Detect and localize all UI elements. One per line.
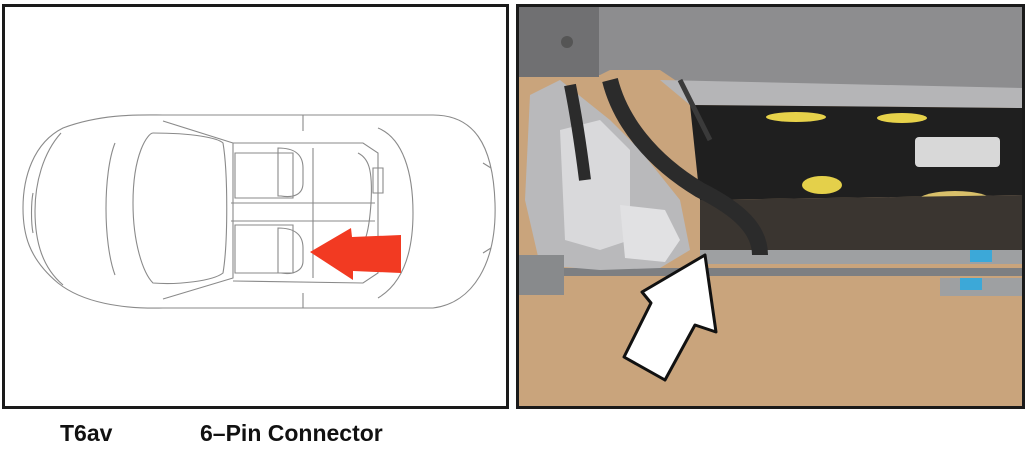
- connector-description: 6–Pin Connector: [200, 420, 383, 446]
- red-location-arrow: [310, 228, 401, 280]
- white-location-arrow: [622, 253, 718, 382]
- under-seat-photo: [519, 7, 1022, 406]
- car-outline-drawing: [22, 114, 496, 309]
- connector-code: T6av: [60, 420, 113, 446]
- car-location-diagram: [2, 4, 509, 409]
- connector-location-photo: [516, 4, 1025, 409]
